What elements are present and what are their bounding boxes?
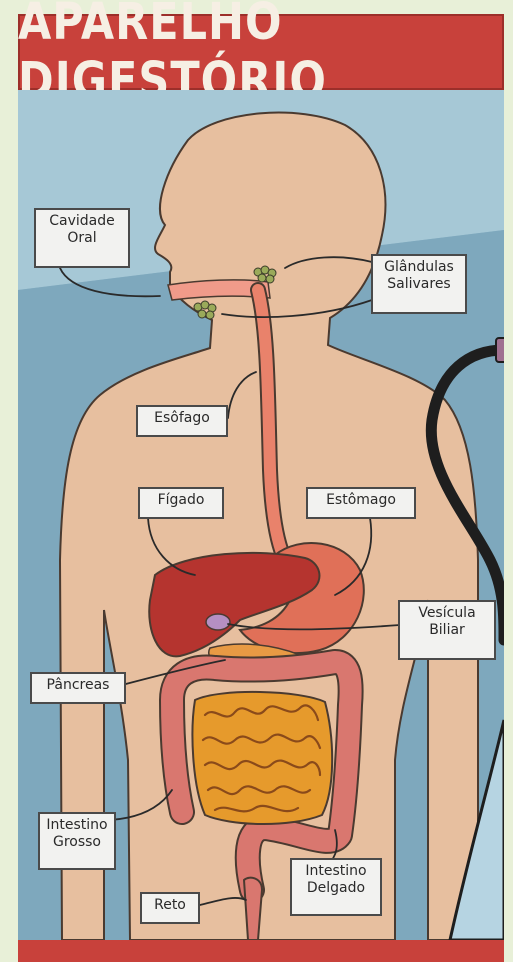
label-figado: Fígado: [138, 487, 224, 519]
rectum-shape: [244, 878, 262, 940]
label-pancreas: Pâncreas: [30, 672, 126, 704]
label-vesicula-biliar: Vesícula Biliar: [398, 600, 496, 660]
label-esofago: Esôfago: [136, 405, 228, 437]
label-intestino-delgado: Intestino Delgado: [290, 858, 382, 916]
gallbladder-shape: [206, 614, 230, 630]
small-intestine-coils: [192, 692, 332, 824]
label-estomago: Estômago: [306, 487, 416, 519]
label-reto: Reto: [140, 892, 200, 924]
label-intestino-grosso: Intestino Grosso: [38, 812, 116, 870]
label-glandulas-salivares: Glândulas Salivares: [371, 254, 467, 314]
label-cavidade-oral: Cavidade Oral: [34, 208, 130, 268]
endoscope-connector: [496, 338, 510, 362]
